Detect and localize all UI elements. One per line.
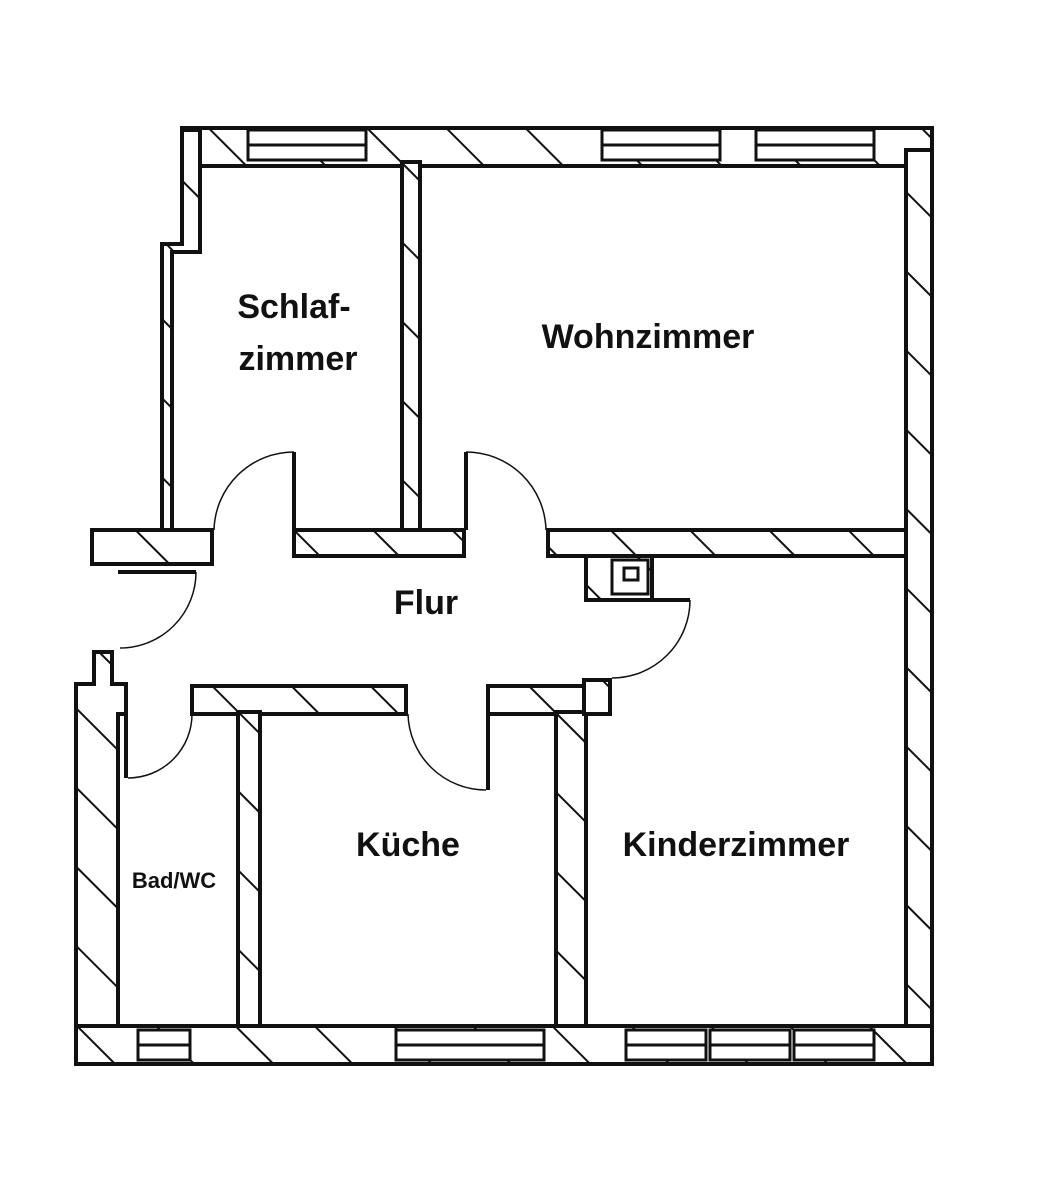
room-label-kinderzimmer: Kinderzimmer: [623, 826, 850, 864]
room-label-schlafzimmer-line2: zimmer: [238, 340, 357, 378]
room-label-bad-wc: Bad/WC: [132, 868, 216, 893]
wall-left-lower: [74, 650, 128, 1066]
wall-bad-kueche: [236, 710, 262, 1028]
windows-top: [246, 128, 876, 162]
wall-kinder-post: [582, 678, 612, 716]
room-label-kueche: Küche: [356, 826, 460, 864]
wall-flur-bottom-right: [486, 684, 586, 716]
room-label-schlafzimmer-line1: Schlaf-: [237, 288, 350, 326]
interior-walls: [90, 160, 908, 1028]
room-label-wohnzimmer: Wohnzimmer: [542, 318, 755, 356]
windows-bottom: [136, 1028, 876, 1062]
wall-right: [904, 148, 934, 1066]
room-label-flur: Flur: [394, 584, 458, 622]
wall-flur-top-mid: [292, 528, 466, 558]
wall-flur-bottom-left: [190, 684, 408, 716]
chimney-flue: [610, 558, 650, 596]
wall-flur-top-right: [546, 528, 908, 558]
outer-walls: [74, 126, 934, 1066]
wall-left-upper: [160, 128, 202, 532]
wall-flur-left-stub: [90, 528, 214, 566]
door-swings: [119, 451, 691, 791]
door-jambs: [118, 452, 690, 790]
wall-schlaf-wohn: [400, 160, 422, 532]
wall-kueche-kinder: [554, 710, 588, 1028]
